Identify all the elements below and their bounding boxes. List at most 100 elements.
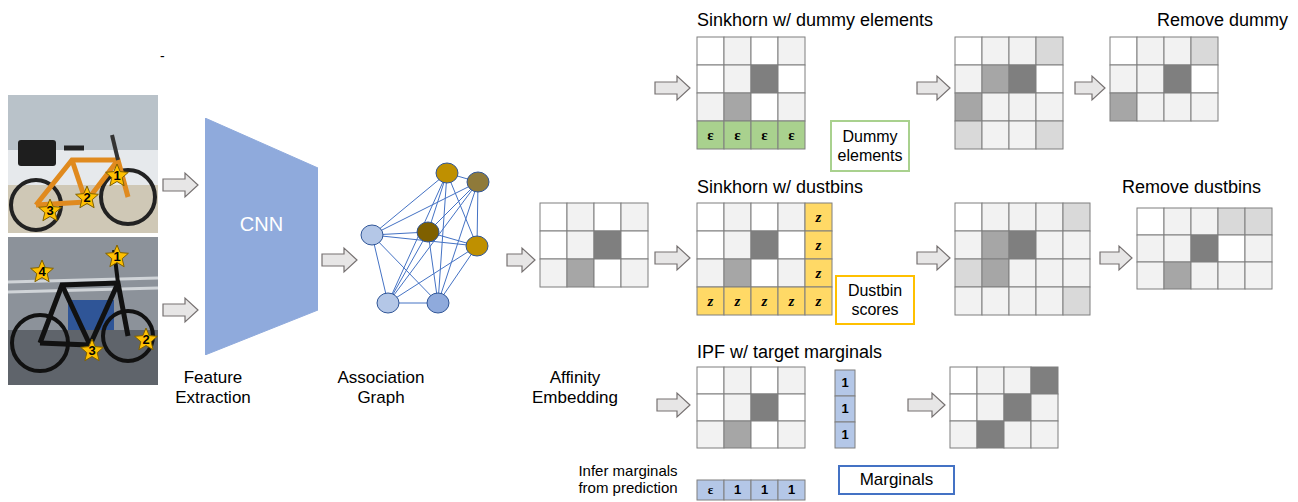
matrix-cell — [1218, 235, 1245, 262]
matrix-cell — [1009, 203, 1036, 231]
keypoint-star — [31, 260, 54, 282]
rail — [8, 278, 158, 282]
matrix-cell — [1036, 259, 1063, 287]
matrix-cell — [724, 37, 751, 65]
matrix-cell — [1191, 262, 1218, 289]
matrix-cell — [621, 259, 648, 287]
matrix-cell — [950, 367, 977, 394]
matrix-cell — [751, 480, 778, 500]
callout-box: Dummy elements — [830, 120, 910, 172]
matrix-cell-value: 1 — [836, 401, 854, 417]
matrix-cell — [1009, 121, 1036, 149]
matrix-cell — [1164, 93, 1191, 121]
matrix-cell — [1137, 235, 1164, 262]
matrix-cell — [778, 121, 805, 149]
matrix-cell — [778, 287, 805, 315]
bike-seat — [64, 146, 84, 151]
matrix-cell — [805, 203, 832, 231]
matrix-cell — [1191, 37, 1218, 65]
callout-number: 2 — [78, 190, 96, 206]
matrix-cell — [697, 203, 724, 231]
cnn-block: CNN — [205, 118, 318, 355]
graph-edge — [372, 235, 438, 303]
matrix-cell — [751, 421, 778, 448]
section-title: Sinkhorn w/ dustbins — [697, 177, 863, 199]
callout-text: Dustbin scores — [841, 281, 909, 319]
matrix-cell — [955, 231, 982, 259]
matrix-cell — [697, 121, 724, 149]
matrix-cell — [751, 287, 778, 315]
matrix-cell — [1036, 37, 1063, 65]
keypoint-star — [39, 199, 62, 221]
matrix-cell — [594, 203, 621, 231]
block-label: CNN — [205, 212, 318, 236]
graph-vertex — [361, 225, 383, 245]
bike-frame — [40, 285, 90, 345]
matrix-cell — [1036, 287, 1063, 315]
matrix-cell — [567, 203, 594, 231]
bike-frame — [90, 283, 118, 345]
callout-number: 2 — [137, 332, 155, 348]
matrix-cell — [1245, 208, 1272, 235]
matrix-cell — [1009, 65, 1036, 93]
matrix-cell — [724, 421, 751, 448]
matrix-cell — [982, 231, 1009, 259]
matrix-cell — [982, 259, 1009, 287]
matrix-cell — [1191, 65, 1218, 93]
stage-label: Affinity Embedding — [523, 368, 627, 409]
matrix-cell — [1164, 37, 1191, 65]
block-arrow — [917, 76, 950, 100]
matrix-cell — [977, 394, 1004, 421]
matrix-cell — [1164, 262, 1191, 289]
section-title: Remove dummy — [1157, 10, 1288, 32]
matrix-cell — [1191, 235, 1218, 262]
bike-handle — [112, 135, 118, 160]
matrix-cell — [724, 93, 751, 121]
matrix-cell — [778, 93, 805, 121]
matrix-cell-value: 1 — [726, 482, 750, 498]
matrix-cell-value: ε — [753, 126, 777, 144]
graph-vertex — [427, 293, 449, 313]
matrix-cell — [805, 287, 832, 315]
matrix-cell — [778, 367, 805, 394]
callout-text: Marginals — [860, 470, 934, 490]
matrix-cell — [1063, 259, 1090, 287]
stray-mark: - — [160, 48, 165, 65]
matrix-cell — [1063, 287, 1090, 315]
matrix-cell — [540, 259, 567, 287]
matrix-cell — [751, 65, 778, 93]
matrix-cell — [697, 421, 724, 448]
callout-number: 4 — [33, 264, 51, 280]
matrix-cell — [1137, 65, 1164, 93]
matrix-cell — [751, 121, 778, 149]
matrix-cell — [1009, 231, 1036, 259]
matrix-cell — [982, 93, 1009, 121]
matrix-cell — [751, 394, 778, 421]
block-arrow — [507, 248, 535, 272]
matrix-cell — [697, 93, 724, 121]
matrix-cell — [1009, 93, 1036, 121]
matrix-cell — [955, 121, 982, 149]
matrix-cell — [697, 287, 724, 315]
matrix-cell — [950, 394, 977, 421]
matrix-cell — [567, 231, 594, 259]
matrix-cell — [1031, 421, 1058, 448]
matrix-cell — [1164, 235, 1191, 262]
section-title: Sinkhorn w/ dummy elements — [697, 10, 933, 32]
matrix-cell — [540, 203, 567, 231]
callout-text: Dummy elements — [836, 127, 904, 165]
block-arrow — [1075, 76, 1105, 100]
matrix-cell — [567, 259, 594, 287]
graph-vertex — [417, 222, 439, 242]
graph-vertex — [467, 172, 489, 192]
matrix-cell — [982, 65, 1009, 93]
matrix-cell — [751, 231, 778, 259]
graph-vertex — [466, 236, 488, 256]
matrix-cell — [1036, 231, 1063, 259]
matrix-cell — [724, 394, 751, 421]
matrix-cell — [697, 480, 724, 500]
matrix-cell — [1009, 37, 1036, 65]
matrix-cell — [540, 231, 567, 259]
matrix-cell — [977, 421, 1004, 448]
